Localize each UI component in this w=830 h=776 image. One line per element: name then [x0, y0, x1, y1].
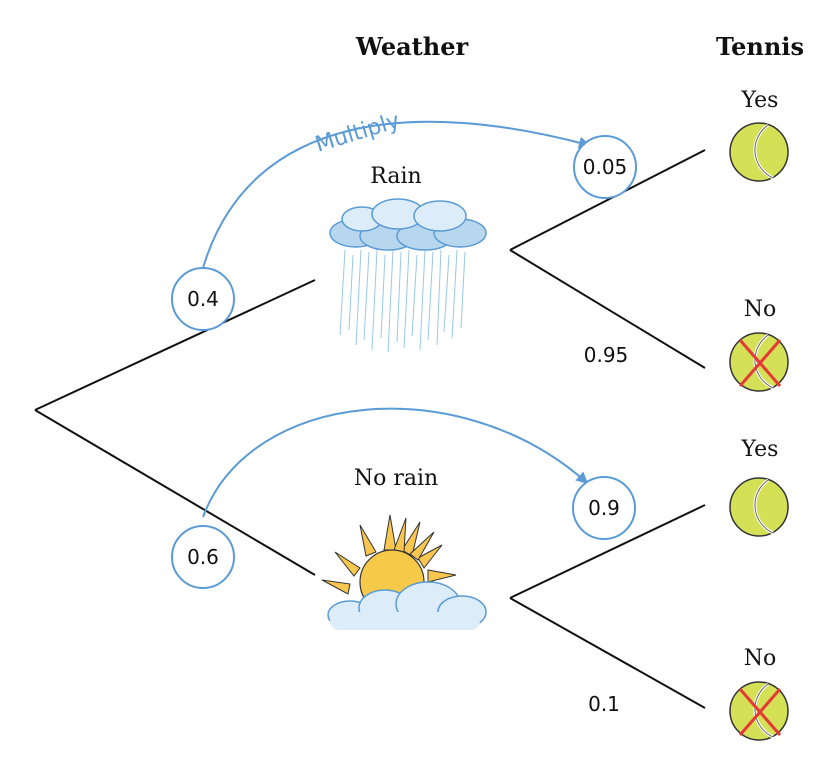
branch-no-rain — [34, 409, 316, 576]
rain-yes-label: Yes — [741, 88, 779, 113]
branch-rain — [34, 279, 316, 411]
multiply-arrow-rain — [202, 120, 591, 269]
rain-yes-probability-badge: 0.05 — [573, 135, 637, 199]
tennis-ball-crossed-icon — [729, 332, 789, 392]
norain-no-probability: 0.1 — [588, 692, 620, 716]
tree-branches — [34, 149, 706, 709]
rain-cloud-icon — [329, 198, 487, 353]
tennis-header: Tennis — [716, 32, 804, 61]
rain-no-label: No — [744, 297, 777, 322]
rain-yes-probability: 0.05 — [583, 155, 628, 179]
tennis-ball-icon — [729, 477, 789, 537]
rain-probability-badge: 0.4 — [171, 267, 235, 331]
branch-rain-no — [509, 249, 706, 369]
no-rain-probability-badge: 0.6 — [171, 525, 235, 589]
rain-probability: 0.4 — [187, 287, 219, 311]
branch-norain-yes — [509, 504, 706, 599]
branch-rain-yes — [509, 149, 706, 251]
norain-yes-probability: 0.9 — [588, 496, 620, 520]
weather-header: Weather — [355, 32, 469, 61]
multiply-label: Multiply — [312, 108, 402, 157]
norain-yes-probability-badge: 0.9 — [572, 476, 636, 540]
branch-norain-no — [509, 597, 706, 709]
rain-label: Rain — [370, 164, 421, 189]
no-rain-label: No rain — [354, 466, 438, 491]
rain-no-probability: 0.95 — [584, 343, 629, 367]
norain-yes-label: Yes — [741, 437, 779, 462]
tennis-ball-crossed-icon — [729, 681, 789, 741]
sun-cloud-icon — [321, 514, 487, 630]
norain-no-label: No — [744, 646, 777, 671]
multiply-arrow-no-rain — [202, 407, 589, 518]
tennis-ball-icon — [729, 122, 789, 182]
no-rain-probability: 0.6 — [187, 545, 219, 569]
